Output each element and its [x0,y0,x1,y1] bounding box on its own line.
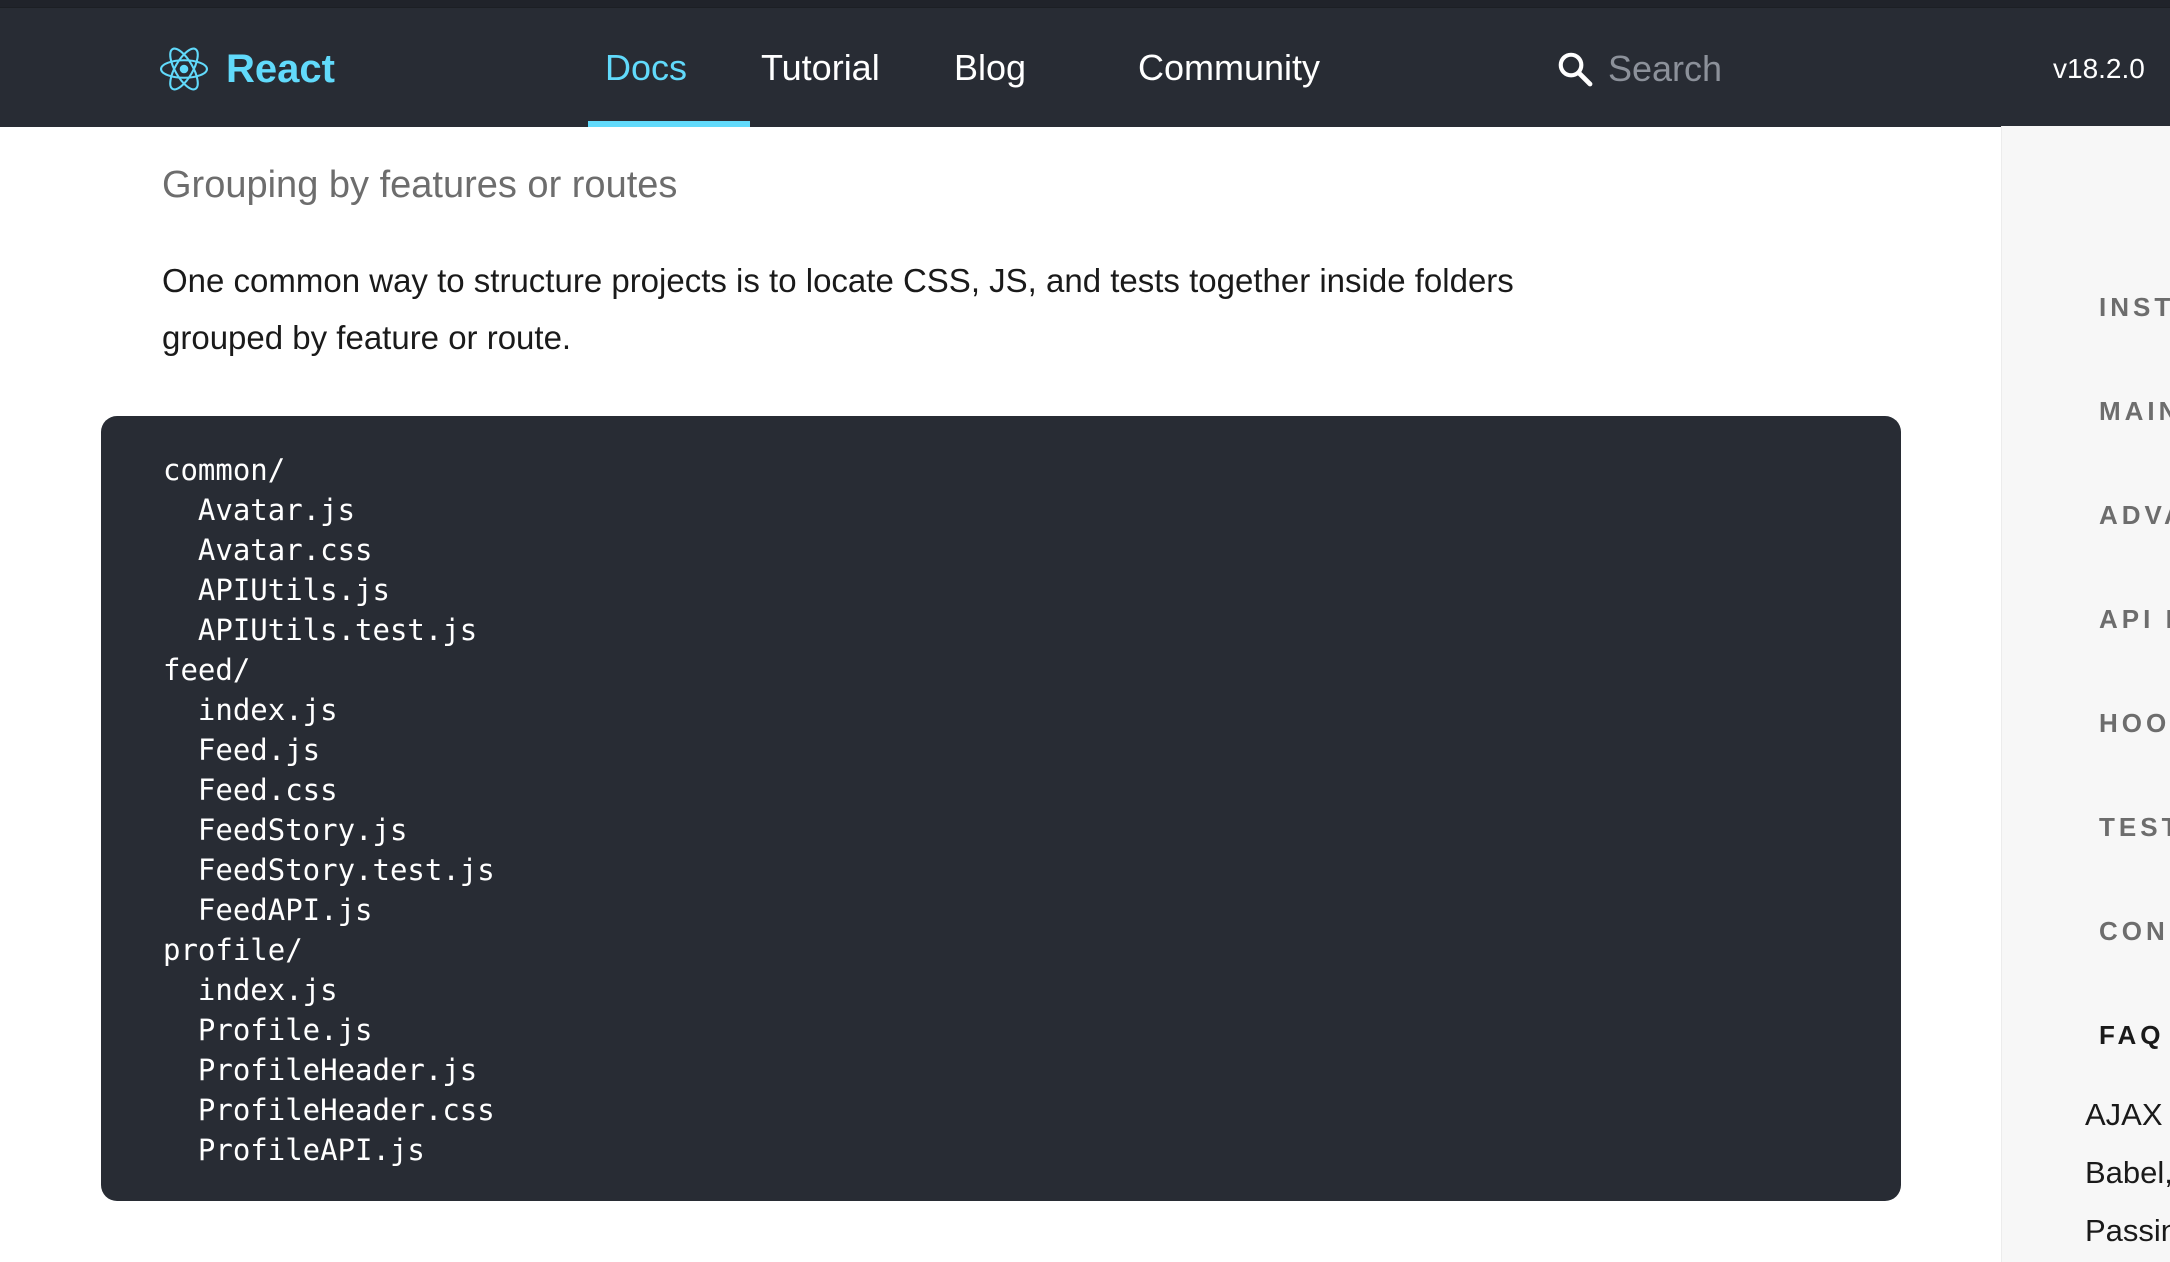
docs-sidebar: INST MAIN ADVA API R HOO TEST CON FAQ AJ… [2001,126,2170,1262]
section-subheading: Grouping by features or routes [162,164,677,207]
react-atom-icon [160,45,208,93]
version-link[interactable]: v18.2.0 [2053,44,2145,94]
sidebar-item-ajax[interactable]: AJAX [2085,1097,2163,1133]
sidebar-section-contributing[interactable]: CON [2099,916,2169,947]
search-input[interactable] [1608,48,1908,90]
nav-link-blog[interactable]: Blog [954,42,1026,94]
sidebar-section-faq[interactable]: FAQ [2099,1020,2164,1051]
sidebar-section-installation[interactable]: INST [2099,292,2170,323]
code-content: common/ Avatar.js Avatar.css APIUtils.js… [163,450,495,1170]
active-nav-indicator [588,121,750,127]
nav-link-community[interactable]: Community [1138,42,1320,94]
sidebar-item-passing[interactable]: Passin [2085,1213,2170,1249]
sidebar-item-babel[interactable]: Babel, [2085,1155,2170,1191]
nav-link-tutorial[interactable]: Tutorial [761,42,880,94]
body-paragraph: One common way to structure projects is … [162,252,1642,366]
search-box[interactable] [1556,44,1908,94]
top-strip [0,0,2170,7]
sidebar-section-main-concepts[interactable]: MAIN [2099,396,2170,427]
top-navigation: React Docs Tutorial Blog Community v18.2… [0,7,2170,127]
code-block: common/ Avatar.js Avatar.css APIUtils.js… [101,416,1901,1201]
react-logo-link[interactable]: React [160,44,335,94]
sidebar-section-hooks[interactable]: HOO [2099,708,2170,739]
sidebar-section-testing[interactable]: TEST [2099,812,2170,843]
nav-link-docs[interactable]: Docs [605,42,687,94]
sidebar-section-advanced-guides[interactable]: ADVA [2099,500,2170,531]
search-icon [1556,50,1594,88]
sidebar-section-api-reference[interactable]: API R [2099,604,2170,635]
logo-text: React [226,47,335,92]
